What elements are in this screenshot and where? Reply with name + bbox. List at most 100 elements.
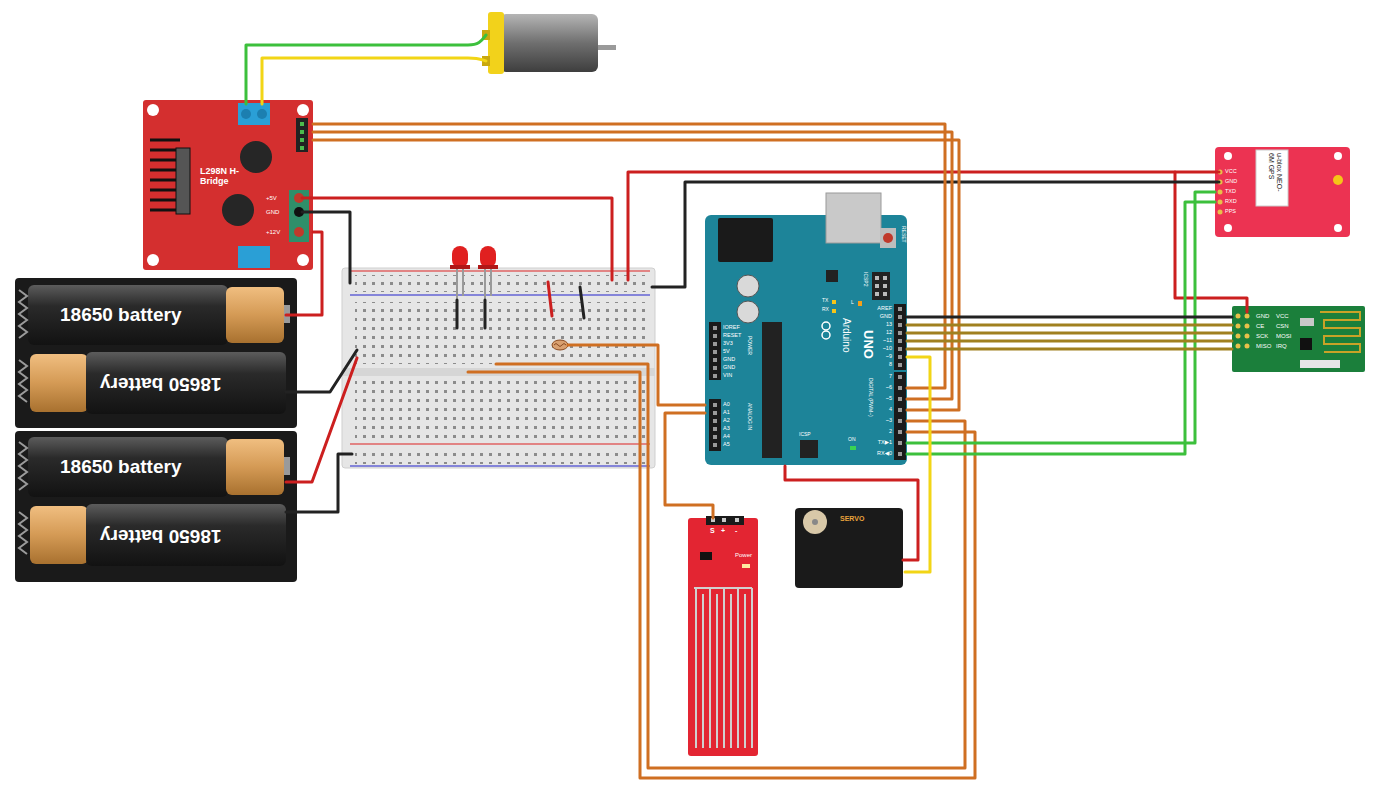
- battery-cell: 18650 battery: [28, 352, 286, 414]
- wire: [907, 340, 1232, 343]
- breadboard: [342, 268, 655, 468]
- pin-label: VIN: [723, 373, 732, 379]
- wire: [468, 372, 975, 778]
- arduino-board: [880, 228, 896, 248]
- wire: [907, 324, 1232, 327]
- dc-motor: [482, 12, 616, 74]
- board-label: TX: [822, 298, 828, 303]
- radio-module: [1232, 306, 1365, 372]
- radio-module: [1320, 312, 1360, 352]
- motor-driver-board: [296, 118, 308, 152]
- pin-label: ~11: [883, 338, 892, 344]
- radio-module: [1236, 324, 1241, 329]
- battery-holder: [28, 285, 228, 345]
- dc-motor: [598, 45, 616, 50]
- wire: [262, 58, 486, 104]
- pin-label: +5V: [266, 195, 277, 201]
- pin-label: A2: [723, 418, 730, 424]
- radio-module: [1232, 306, 1365, 372]
- wire: [665, 413, 713, 518]
- wire: [286, 232, 322, 315]
- led: [480, 246, 496, 268]
- water-level-sensor: [742, 564, 750, 568]
- motor-driver-board: [240, 141, 272, 173]
- dc-motor: [500, 14, 598, 72]
- component-label: 18650 battery: [60, 304, 181, 326]
- motor-driver-board: [176, 148, 190, 214]
- component-label: L298N H-Bridge: [200, 166, 240, 187]
- component-label: 18650 battery: [60, 456, 181, 478]
- wire: [907, 348, 1232, 351]
- gps-module: [1218, 200, 1223, 205]
- water-level-sensor: Power: [688, 518, 758, 756]
- battery-holder: [30, 506, 88, 564]
- motor-driver-board: [297, 254, 309, 266]
- pin-label: RX◀0: [877, 451, 892, 457]
- board-label: ICSP2: [863, 272, 868, 286]
- component-label: u-blox NEO-6M GPS: [1267, 153, 1283, 199]
- wire: [568, 345, 705, 405]
- pin-label: +: [721, 527, 725, 534]
- wire: [246, 35, 486, 104]
- arduino-board: [872, 272, 890, 300]
- pin-label: GND: [723, 365, 735, 371]
- wire: [246, 35, 1247, 778]
- pin-label: AREF: [877, 306, 892, 312]
- battery-holder: [284, 457, 290, 475]
- battery-holder: [15, 431, 297, 582]
- arduino-board: [705, 215, 907, 465]
- pin-label: GND: [723, 357, 735, 363]
- board-label: ON: [848, 437, 856, 442]
- battery-holder: [15, 278, 297, 428]
- pin-label: MISO: [1256, 343, 1271, 350]
- battery-holder: [226, 287, 284, 343]
- motor-driver-board: [222, 194, 254, 226]
- motor-driver-board: [300, 122, 304, 150]
- board-label: RX: [822, 307, 829, 312]
- radio-module: [1300, 318, 1314, 326]
- arduino-board: [826, 270, 838, 282]
- pin-label: 8: [889, 362, 892, 368]
- arduino-board: [875, 276, 887, 296]
- pin-label: TX▶1: [878, 440, 892, 446]
- board-label: DIGITAL (PWM~): [868, 378, 873, 417]
- wire: [785, 466, 918, 560]
- pin-label: GND: [1225, 179, 1237, 185]
- board-label: ICSP: [799, 432, 811, 437]
- pin-label: MOSI: [1276, 333, 1291, 340]
- water-level-sensor: [700, 552, 712, 560]
- wire: [313, 140, 959, 410]
- radio-module: [1245, 334, 1250, 339]
- wire: [286, 358, 357, 482]
- board-label: ANALOG IN: [747, 403, 752, 430]
- breadboard: [355, 302, 645, 364]
- pin-label: SCK: [1256, 333, 1268, 340]
- gps-module: [1218, 210, 1223, 215]
- pin-label: 7: [889, 374, 892, 380]
- led: [450, 246, 498, 300]
- arduino-board: [737, 301, 759, 323]
- pin-label: ~5: [886, 396, 892, 402]
- photoresistor: [552, 340, 568, 350]
- board-label: RESET: [901, 226, 906, 243]
- gps-module: [1334, 224, 1342, 232]
- breadboard: [355, 275, 645, 292]
- pin-label: A1: [723, 410, 730, 416]
- arduino-board: [883, 233, 893, 243]
- gps-module: [1224, 152, 1232, 160]
- water-level-sensor: [688, 516, 758, 756]
- battery-cell: 18650 battery: [28, 437, 286, 497]
- breadboard: [342, 268, 655, 468]
- pin-label: 3V3: [723, 341, 733, 347]
- radio-module: [1236, 314, 1241, 319]
- servo-motor: [812, 519, 818, 525]
- radio-module: GNDVCCCECSNSCKMOSIMISOIRQ: [1232, 306, 1365, 372]
- pin-label: RXD: [1225, 199, 1237, 205]
- radio-module: [1245, 344, 1250, 349]
- motor-driver-board: [147, 254, 159, 266]
- wire: [286, 454, 352, 512]
- pin-label: VCC: [1225, 169, 1237, 175]
- wire: [496, 364, 965, 768]
